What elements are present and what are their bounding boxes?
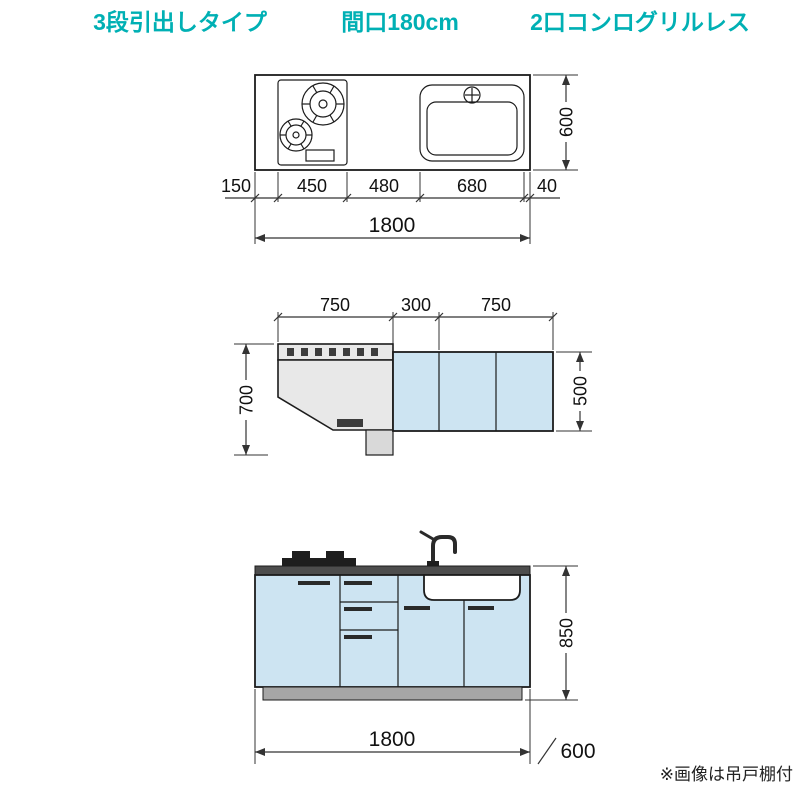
front-burner-left — [292, 551, 310, 558]
plan-sink — [419, 84, 525, 162]
hood-height-dimension: 700 — [234, 343, 274, 456]
wall-cabinet-height-dimension: 500 — [556, 351, 592, 432]
footnote: ※画像は吊戸棚付 — [660, 765, 793, 784]
front-width-dimension: 1800 600 — [254, 689, 596, 765]
plan-seg-150: 150 — [221, 176, 251, 196]
handle-left-door — [298, 581, 330, 585]
burner-large-icon — [301, 82, 345, 126]
front-burner-right — [326, 551, 344, 558]
plan-depth-dimension: 600 — [533, 74, 578, 171]
plan-view: 600 150 450 480 680 40 — [221, 74, 578, 244]
front-countertop — [254, 565, 531, 576]
toe-kick — [262, 686, 523, 701]
hood-duct-cover — [365, 429, 394, 456]
plan-seg-450: 450 — [297, 176, 327, 196]
front-cooktop-base — [282, 558, 356, 566]
plan-seg-480: 480 — [369, 176, 399, 196]
front-height-label: 850 — [557, 618, 577, 648]
front-cooktop — [282, 551, 356, 566]
depth-slash — [537, 737, 557, 765]
plan-seg-40: 40 — [537, 176, 557, 196]
plan-total-dimension: 1800 — [255, 214, 530, 242]
front-depth-label: 600 — [560, 740, 595, 763]
wall-elevation-view: 750 300 750 700 — [234, 295, 592, 456]
front-faucet-icon — [419, 530, 457, 568]
header-drawer-type-label: 3段引出しタイプ — [93, 9, 268, 35]
handle-drawer-2 — [344, 607, 372, 611]
wall-cabinets — [392, 351, 554, 432]
handle-drawer-1 — [344, 581, 372, 585]
wall-cabinet-body — [392, 351, 554, 432]
plan-depth-label: 600 — [557, 107, 577, 137]
sink-rim — [419, 84, 525, 162]
plan-segment-dimensions: 150 450 480 680 40 — [221, 172, 560, 244]
handle-sink-door-right — [468, 606, 494, 610]
range-hood — [277, 343, 394, 456]
plan-countertop — [254, 74, 531, 171]
wall-top-dimensions: 750 300 750 — [273, 295, 558, 350]
front-elevation-view: 850 1800 600 — [254, 530, 596, 765]
hood-body — [277, 359, 394, 431]
front-height-dimension: 850 — [525, 565, 578, 701]
plan-cooktop — [277, 79, 348, 166]
cooktop-outline — [277, 79, 348, 166]
hood-height-label: 700 — [237, 385, 257, 415]
wall-cabinet-height-label: 500 — [571, 376, 591, 406]
faucet-icon — [463, 86, 481, 104]
header-width-label: 間口180cm — [341, 9, 459, 35]
handle-sink-door-left — [404, 606, 430, 610]
plan-seg-680: 680 — [457, 176, 487, 196]
front-sink-bowl — [423, 574, 521, 601]
header: 3段引出しタイプ 間口180cm 2口コンログリルレス — [93, 9, 750, 35]
header-stove-type-label: 2口コンログリルレス — [530, 9, 750, 35]
plan-total-label: 1800 — [369, 214, 416, 237]
front-width-label: 1800 — [369, 728, 416, 751]
cabinet-handles — [298, 581, 494, 639]
wall-seg-750b: 750 — [481, 295, 511, 315]
cooktop-grill-panel — [305, 149, 335, 162]
hood-control-panel — [337, 419, 363, 427]
hood-louvers-icon — [287, 348, 378, 356]
wall-seg-750a: 750 — [320, 295, 350, 315]
burner-small-icon — [279, 118, 313, 152]
wall-seg-300: 300 — [401, 295, 431, 315]
handle-drawer-3 — [344, 635, 372, 639]
